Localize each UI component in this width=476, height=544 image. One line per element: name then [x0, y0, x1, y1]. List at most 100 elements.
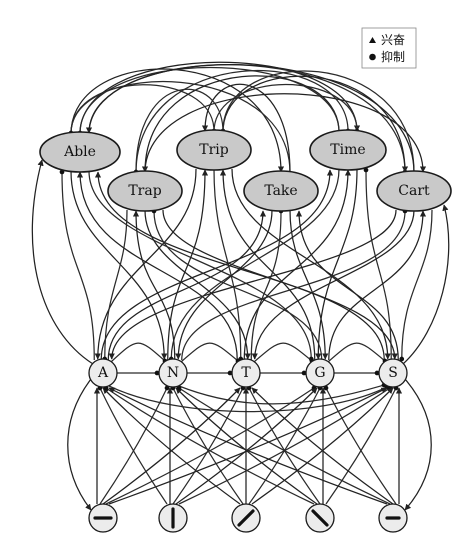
excitatory-connection-36 [175, 209, 273, 360]
connection-layer [31, 61, 450, 511]
excitatory-connection-24 [231, 168, 391, 360]
inhibitory-connection-41 [181, 208, 408, 361]
inhibitory-marker-icon [369, 53, 376, 61]
excitatory-connection-17 [76, 171, 238, 361]
word-label-time: Time [330, 142, 365, 158]
excitatory-connection-39 [295, 210, 399, 361]
inhibitory-connection-56 [178, 382, 387, 405]
excitatory-connection-1 [79, 61, 361, 135]
excitatory-connection-58 [404, 378, 432, 511]
inhibitory-connection-55 [108, 384, 390, 413]
inhibitory-connection-62 [105, 385, 317, 505]
inhibitory-connection-78 [325, 385, 399, 505]
forward-slash-icon [237, 509, 255, 527]
excitatory-connection-75 [175, 387, 318, 505]
inhibitory-connection-44 [399, 209, 433, 362]
excitatory-connection-16 [70, 170, 168, 360]
word-node-cart: Cart [376, 170, 452, 212]
word-label-able: Able [63, 144, 96, 160]
word-node-able: Able [39, 131, 121, 173]
inhibitory-connection-37 [250, 208, 284, 361]
inhibitory-connection-52 [253, 342, 315, 364]
inhibitory-connection-8 [68, 81, 291, 174]
inhibitory-connection-54 [327, 342, 388, 364]
feature-node-horizontal [88, 503, 118, 533]
word-node-take: Take [243, 170, 319, 212]
inhibitory-connection-6 [135, 70, 351, 174]
excitatory-connection-23 [219, 169, 316, 361]
inhibitory-connection-70 [170, 385, 244, 505]
inhibitory-connection-66 [172, 385, 246, 505]
word-node-time: Time [309, 129, 387, 171]
inhibitory-connection-80 [176, 385, 391, 505]
legend-box [361, 27, 417, 69]
letter-level: A N T G S [88, 358, 408, 388]
letter-node-s: S [378, 358, 408, 388]
excitatory-connection-57 [67, 378, 92, 511]
excitatory-connection-32 [144, 209, 251, 360]
letter-label-g: G [314, 365, 325, 381]
word-label-cart: Cart [398, 183, 430, 199]
word-label-trip: Trip [199, 142, 229, 158]
letter-node-n: N [158, 358, 188, 388]
excitatory-connection-38 [289, 209, 329, 360]
excitatory-connection-13 [85, 63, 415, 174]
legend-inhibitory-label: 抑制 [381, 49, 405, 64]
excitatory-connection-69 [102, 387, 241, 505]
feature-level [88, 503, 408, 533]
inhibitory-connection-10 [220, 70, 415, 174]
excitatory-connection-73 [251, 387, 394, 505]
inhibitory-connection-18 [88, 170, 314, 362]
excitatory-connection-46 [402, 204, 450, 365]
inhibitory-connection-64 [97, 385, 168, 505]
excitatory-connection-21 [167, 169, 209, 361]
inhibitory-connection-48 [110, 342, 168, 364]
inhibitory-connection-15 [59, 169, 95, 361]
inhibitory-connection-26 [168, 168, 340, 362]
word-node-trip: Trip [176, 129, 252, 171]
excitatory-connection-5 [222, 75, 409, 173]
inhibitory-connection-4 [213, 84, 360, 134]
inhibitory-connection-12 [77, 66, 340, 136]
excitatory-connection-34 [162, 209, 398, 360]
back-slash-icon [311, 509, 329, 527]
excitatory-connection-11 [201, 83, 291, 174]
word-label-trap: Trap [128, 183, 161, 199]
inhibitory-connection-50 [180, 342, 241, 364]
letter-node-a: A [88, 358, 118, 388]
inhibitory-connection-22 [213, 168, 244, 362]
inhibitory-connection-30 [102, 209, 128, 362]
excitatory-connection-35 [107, 210, 267, 361]
word-level: Able Trip Time Trap Take Cart [39, 129, 452, 212]
inhibitory-connection-68 [178, 385, 393, 505]
excitatory-connection-45 [31, 159, 94, 365]
excitatory-connection-43 [328, 210, 427, 361]
feature-node-forward-slash [231, 503, 261, 533]
excitatory-connection-67 [175, 387, 318, 505]
letter-node-g: G [305, 358, 335, 388]
excitatory-connection-20 [94, 168, 197, 360]
letter-label-s: S [388, 365, 398, 381]
legend: 兴奋 抑制 [361, 27, 417, 69]
feature-node-short-horizontal [378, 503, 408, 533]
excitatory-marker-icon [369, 37, 376, 43]
excitatory-connection-63 [108, 387, 388, 505]
word-node-trap: Trap [107, 170, 183, 212]
letter-node-t: T [231, 358, 261, 388]
excitatory-connection-81 [251, 387, 394, 505]
inhibitory-connection-72 [248, 385, 323, 505]
excitatory-connection-7 [144, 93, 427, 174]
inhibitory-connection-14 [133, 88, 224, 175]
excitatory-connection-40 [108, 209, 397, 360]
inhibitory-connection-76 [246, 385, 321, 505]
inhibitory-connection-82 [323, 385, 397, 505]
inhibitory-connection-74 [103, 385, 315, 505]
excitatory-connection-25 [100, 169, 334, 361]
legend-excitatory-label: 兴奋 [381, 33, 405, 47]
letter-label-a: A [97, 365, 109, 381]
feature-node-vertical [158, 503, 188, 533]
excitatory-connection-61 [102, 387, 241, 505]
letter-label-n: N [167, 365, 179, 381]
feature-node-back-slash [305, 503, 335, 533]
